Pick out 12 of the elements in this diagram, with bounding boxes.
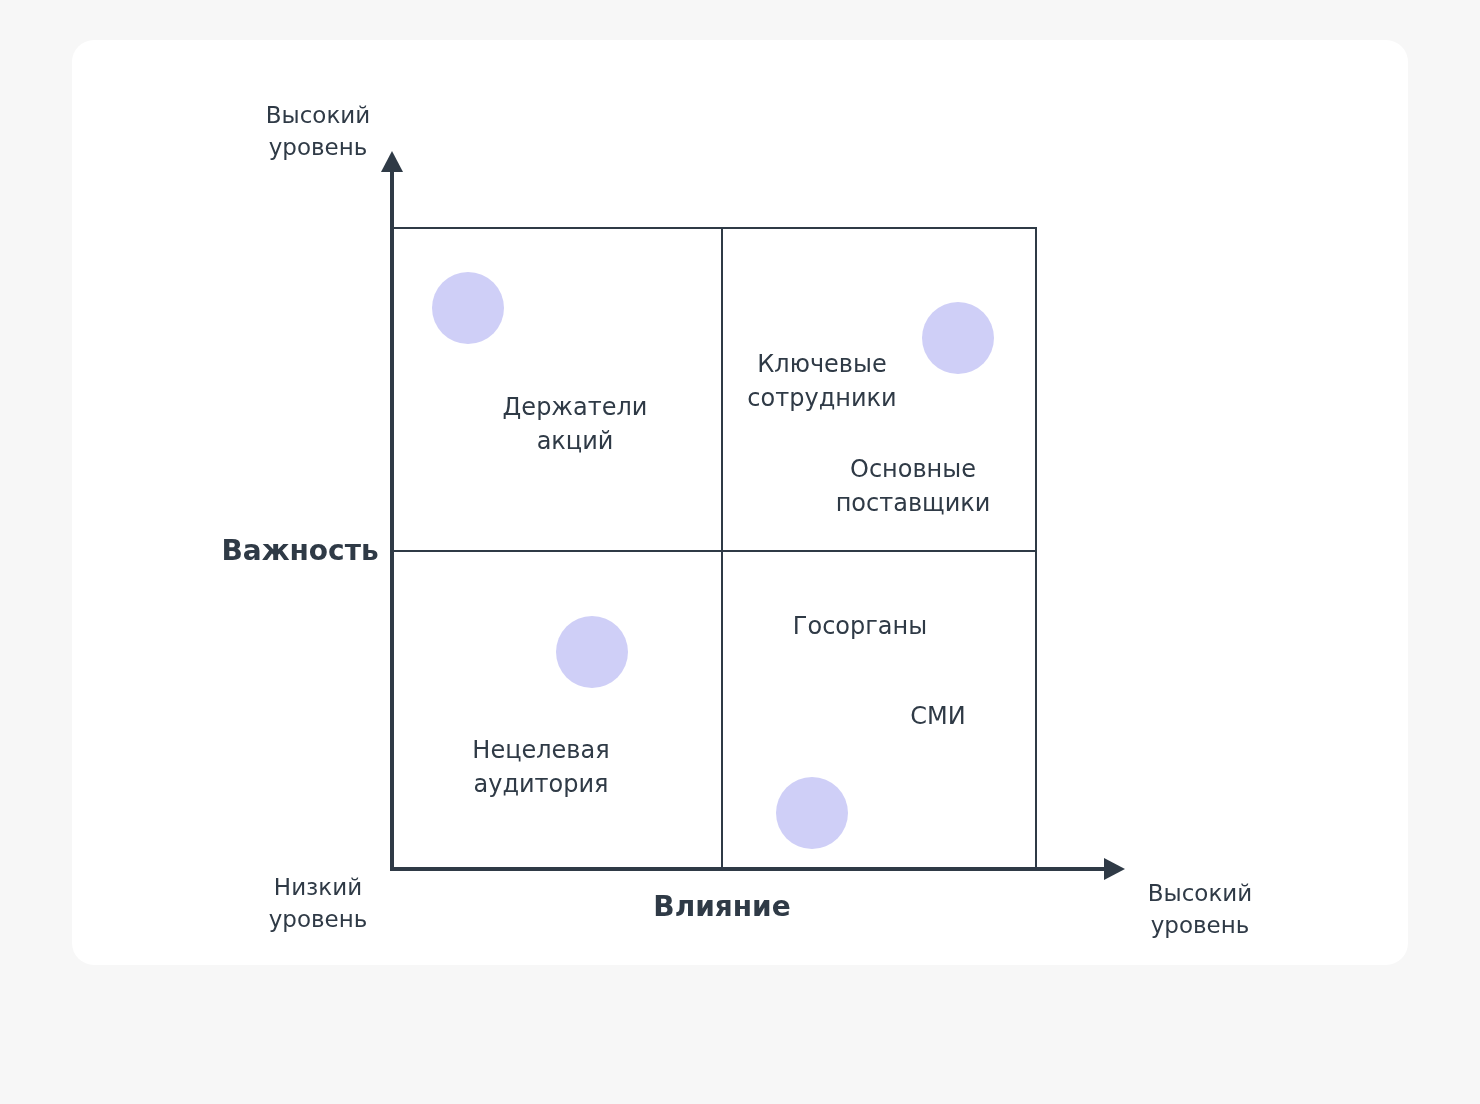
stakeholder-label: Основные поставщики <box>835 454 991 519</box>
axis-level-label: Низкий уровень <box>268 873 368 934</box>
axis-level-label: Высокий уровень <box>265 101 371 162</box>
stakeholder-label: Ключевые сотрудники <box>747 349 897 414</box>
quadrant <box>721 227 1037 552</box>
stakeholder-label: Госорганы <box>792 611 928 642</box>
stakeholder-label: СМИ <box>910 701 966 732</box>
axis-title: Важность <box>221 535 379 567</box>
axis-title: Влияние <box>653 891 791 923</box>
axis-level-label: Высокий уровень <box>1147 879 1253 940</box>
stakeholder-label: Нецелевая аудитория <box>472 735 610 800</box>
stakeholder-label: Держатели акций <box>502 392 648 457</box>
